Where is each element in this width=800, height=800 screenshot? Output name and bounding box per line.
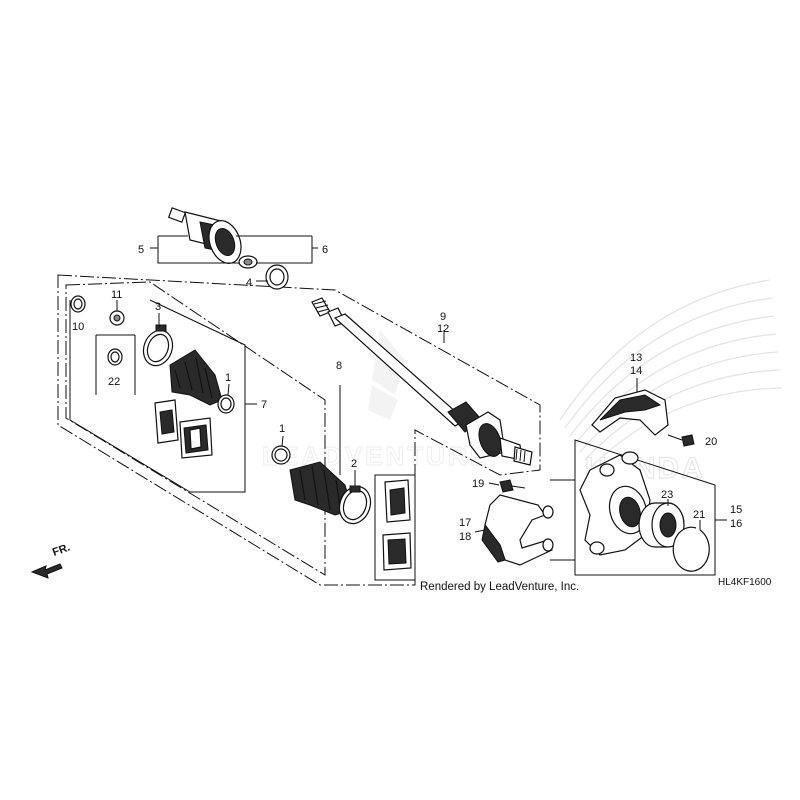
knuckle-cover <box>591 389 669 436</box>
grease-pack-left <box>154 399 213 459</box>
boot-band-3 <box>142 324 174 367</box>
boot-band-1-left <box>217 394 235 414</box>
callout-15: 15 <box>730 504 742 516</box>
bracket-frame <box>550 479 576 561</box>
front-direction-arrow: FR. <box>30 541 72 579</box>
callout-23: 23 <box>661 489 673 501</box>
callout-7: 7 <box>261 399 267 411</box>
boot-band-1-right <box>271 445 291 465</box>
callout-17: 17 <box>459 517 471 529</box>
wheel-bearing-23 <box>638 502 685 548</box>
joint-boot-left <box>169 349 223 406</box>
callout-18: 18 <box>459 531 471 543</box>
box-22 <box>95 334 136 395</box>
callout-19: 19 <box>472 478 484 490</box>
leader-5 <box>150 235 240 264</box>
boot-kit-box-8 <box>374 474 416 581</box>
callout-13: 13 <box>630 352 642 364</box>
callout-16: 16 <box>730 518 742 530</box>
snap-ring-22 <box>107 348 123 366</box>
bolt-19 <box>499 479 526 493</box>
leader-17 <box>474 529 486 533</box>
clamp-ring-10 <box>70 295 86 313</box>
watermark-logo: LEADVENTURE <box>261 330 490 472</box>
callout-1a: 1 <box>225 372 231 384</box>
rendered-by-caption: Rendered by LeadVenture, Inc. <box>420 581 579 593</box>
grease-pack-right <box>382 479 412 571</box>
callout-8: 8 <box>336 360 342 372</box>
callout-2: 2 <box>351 458 357 470</box>
snap-ring-11 <box>109 310 125 326</box>
outboard-joint-assembly <box>167 207 289 290</box>
leader-1b <box>281 435 284 447</box>
leader-1a <box>227 383 230 396</box>
callout-4: 4 <box>246 277 252 289</box>
callout-11: 11 <box>111 289 122 301</box>
callout-labels: 5 6 4 11 10 3 22 1 7 8 1 2 9 12 13 14 20… <box>72 244 742 543</box>
leader-19 <box>488 482 500 486</box>
circlip-21 <box>672 526 710 572</box>
direction-label: FR. <box>51 541 72 558</box>
callout-3: 3 <box>155 301 161 313</box>
callout-21: 21 <box>693 509 705 521</box>
leader-6 <box>236 235 318 264</box>
callout-22: 22 <box>108 376 120 388</box>
diagram-code: HL4KF1600 <box>718 577 772 588</box>
joint-boot-right <box>289 461 353 516</box>
watermark-text: LEADVENTURE <box>262 441 490 471</box>
callout-5: 5 <box>138 244 144 256</box>
callout-6: 6 <box>322 244 328 256</box>
bolt-20 <box>667 434 695 447</box>
steering-knuckle <box>579 451 651 556</box>
callout-14: 14 <box>630 365 642 377</box>
boot-kit-box-7 <box>69 299 246 493</box>
callout-20: 20 <box>705 436 717 448</box>
assembly-frame-outer <box>57 274 541 586</box>
wing-logo-watermark: HONDA <box>559 279 783 486</box>
half-shaft <box>311 297 533 466</box>
callout-1b: 1 <box>279 423 285 435</box>
boot-band-2 <box>338 485 372 525</box>
knuckle-bracket <box>481 494 554 566</box>
callout-12: 12 <box>437 323 449 335</box>
callout-10: 10 <box>72 321 84 333</box>
callout-9: 9 <box>440 311 446 323</box>
